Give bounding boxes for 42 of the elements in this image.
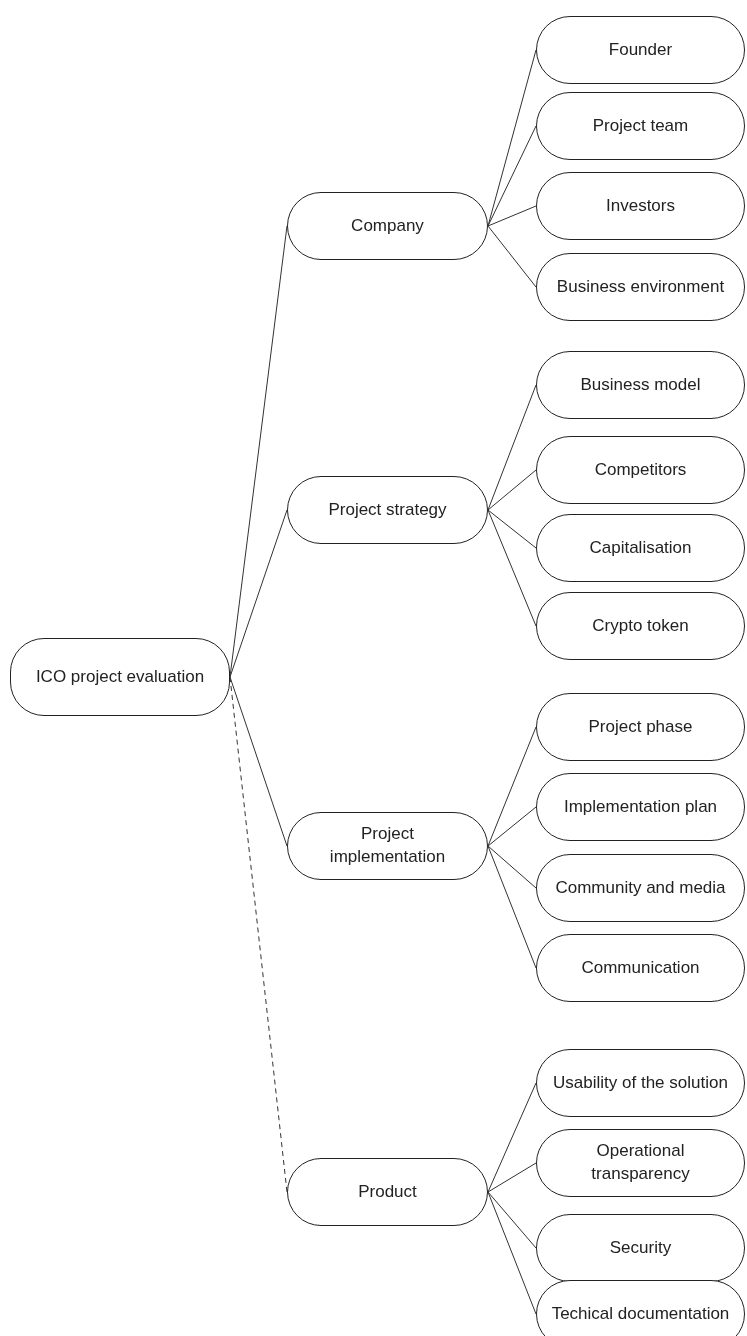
connector-line	[487, 509, 537, 549]
connector-line	[487, 806, 537, 847]
rounded-node	[536, 1280, 745, 1336]
node-label: Founder	[608, 38, 673, 61]
node-label: Business model	[580, 373, 701, 396]
connector-line	[487, 509, 537, 627]
connector-line	[487, 125, 537, 227]
connector-line	[487, 469, 537, 511]
node-label: Operational transparency	[590, 1140, 691, 1185]
node-label: Business environment	[556, 275, 725, 298]
node-label: Security	[609, 1236, 672, 1259]
node-label: Project strategy	[328, 498, 447, 521]
connector-line	[487, 845, 537, 969]
node-label: Communication	[581, 956, 700, 979]
connector-line	[487, 1191, 537, 1315]
node-label: Techical documentation	[551, 1302, 730, 1325]
connector-line	[487, 384, 537, 511]
node-label: Project team	[592, 114, 689, 137]
connector-line	[487, 726, 537, 847]
connector-line	[229, 509, 288, 678]
node-label: Capitalisation	[589, 536, 692, 559]
node-label: Crypto token	[592, 614, 689, 637]
connector-line	[487, 845, 537, 889]
rounded-node	[287, 1158, 488, 1226]
connector-line	[487, 225, 537, 288]
node-label: Investors	[606, 194, 675, 217]
rounded-node	[10, 638, 230, 716]
node-label: Project phase	[588, 715, 693, 738]
rounded-node	[287, 192, 488, 260]
connector-line	[229, 676, 288, 847]
connector-line	[487, 1082, 537, 1193]
node-label: Implementation plan	[563, 795, 718, 818]
node-label: Competitors	[594, 458, 687, 481]
node-label: Project implementation	[328, 823, 447, 868]
node-label: ICO project evaluation	[35, 665, 205, 688]
node-label: Product	[358, 1180, 417, 1203]
connector-line	[487, 1162, 537, 1193]
connector-line	[487, 205, 537, 227]
connector-line	[487, 1191, 537, 1249]
node-label: Company	[351, 214, 424, 237]
node-label: Community and media	[555, 876, 726, 899]
node-label: Usability of the solution	[553, 1071, 728, 1094]
